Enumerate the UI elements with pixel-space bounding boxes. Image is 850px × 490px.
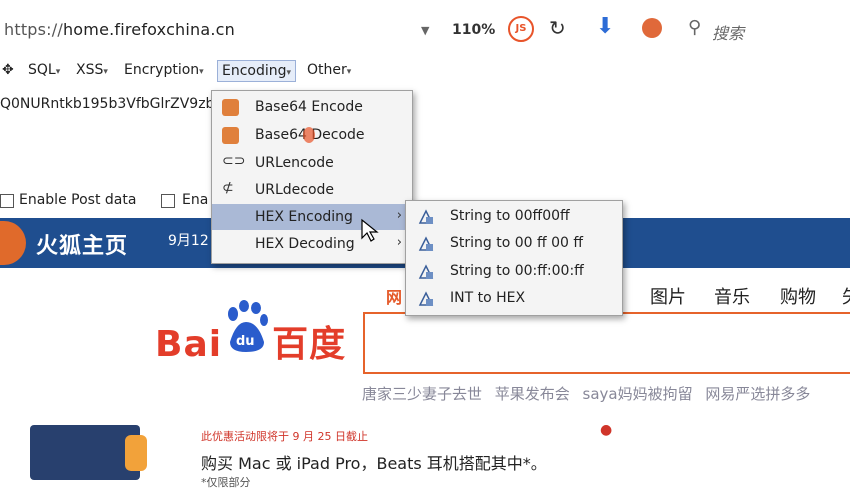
chevron-down-icon: ▾	[103, 67, 108, 77]
chevron-down-icon: ▾	[199, 67, 204, 77]
baidu-nav-music[interactable]: 音乐	[714, 287, 750, 308]
base64-icon	[222, 127, 239, 144]
menu-item-label: Base64 Encode	[255, 99, 363, 115]
date-label: 9月12	[168, 233, 209, 249]
search-icon[interactable]: ⚲	[688, 17, 702, 38]
url-dropdown-icon[interactable]: ▼	[421, 24, 430, 37]
submenu-item-label: INT to HEX	[450, 290, 526, 306]
encoding-label: Encoding	[222, 63, 287, 79]
zoom-level[interactable]: 110%	[452, 22, 496, 38]
xss-menu[interactable]: XSS▾	[76, 62, 108, 78]
encoding-dropdown-menu: Base64 Encode Base64 Decode ⊂⊃ URLencode…	[211, 90, 413, 264]
ad-deadline-text: 此优惠活动限将于 9 月 25 日截止	[201, 430, 368, 443]
ad-headline[interactable]: 购买 Mac 或 iPad Pro，Beats 耳机搭配其中*。	[201, 454, 547, 473]
encoding-menu[interactable]: Encoding▾	[217, 60, 297, 82]
submenu-item-label: String to 00ff00ff	[450, 208, 570, 224]
base64-icon	[222, 99, 239, 116]
menu-item-label: HEX Encoding	[255, 209, 353, 225]
download-icon[interactable]: ⬇	[596, 14, 615, 39]
sql-menu[interactable]: SQL▾	[28, 62, 60, 78]
submenu-item-string-to-hex[interactable]: String to 00ff00ff	[406, 204, 622, 230]
payload-textarea[interactable]: Q0NURntkb195b3VfbGlrZV9zb	[0, 96, 215, 112]
enable-post-checkbox[interactable]	[0, 194, 14, 208]
menu-item-label: URLdecode	[255, 182, 335, 198]
chevron-down-icon: ▾	[55, 67, 61, 77]
reload-icon[interactable]: ↻	[549, 16, 566, 40]
click-highlight-icon	[303, 127, 315, 143]
submenu-item-string-to-hex-spaced[interactable]: String to 00 ff 00 ff	[406, 231, 622, 257]
chevron-down-icon: ▾	[286, 68, 292, 78]
baidu-nav-more[interactable]: 矢	[842, 283, 850, 309]
extension-icon[interactable]	[642, 18, 662, 38]
submenu-item-int-to-hex[interactable]: INT to HEX	[406, 286, 622, 312]
ad-headphone-image	[125, 435, 147, 471]
sql-label: SQL	[28, 62, 56, 78]
url-host: home.firefoxchina.cn	[62, 20, 236, 39]
hackbar-load-icon[interactable]: ✥	[2, 62, 14, 78]
apple-icon: ●	[600, 422, 613, 438]
post-options: Enable Post data Ena	[0, 192, 230, 214]
mouse-cursor-icon	[361, 218, 379, 242]
baidu-logo-cn: 百度	[272, 324, 347, 365]
url-scheme: https://	[4, 20, 63, 39]
link-icon: ⊂⊃	[222, 153, 246, 169]
baidu-nav-web[interactable]: 网	[386, 288, 403, 307]
submenu-item-string-to-hex-colon[interactable]: String to 00:ff:00:ff	[406, 259, 622, 285]
encryption-label: Encryption	[124, 62, 200, 78]
menu-item-label: URLencode	[255, 155, 334, 171]
baidu-logo-du: du	[236, 334, 255, 349]
unlink-icon: ⊄	[222, 180, 234, 196]
url-field[interactable]: https://home.firefoxchina.cn	[4, 20, 235, 39]
firefox-home-title[interactable]: 火狐主页	[36, 234, 129, 259]
encryption-menu[interactable]: Encryption▾	[124, 62, 204, 78]
menu-item-urlencode[interactable]: ⊂⊃ URLencode	[212, 150, 412, 176]
chevron-right-icon: ›	[396, 235, 402, 250]
enable-referrer-checkbox[interactable]	[161, 194, 175, 208]
menu-item-hex-decoding[interactable]: HEX Decoding ›	[212, 231, 412, 257]
enable-post-label: Enable Post data	[19, 192, 137, 208]
javascript-toggle-icon[interactable]: JS	[508, 16, 534, 42]
enable-referrer-label: Ena	[182, 192, 209, 208]
other-menu[interactable]: Other▾	[307, 62, 351, 78]
hex-encoding-submenu: String to 00ff00ff String to 00 ff 00 ff…	[405, 200, 623, 316]
submenu-item-label: String to 00 ff 00 ff	[450, 235, 584, 251]
menu-item-base64-encode[interactable]: Base64 Encode	[212, 94, 412, 120]
menu-item-label: HEX Decoding	[255, 236, 355, 252]
baidu-logo[interactable]: Bai 百度	[155, 315, 346, 367]
hex-icon	[418, 264, 434, 279]
menu-item-hex-encoding[interactable]: HEX Encoding ›	[212, 204, 412, 230]
baidu-nav-images[interactable]: 图片	[650, 287, 686, 308]
submenu-item-label: String to 00:ff:00:ff	[450, 263, 584, 279]
chevron-down-icon: ▾	[346, 67, 352, 77]
ad-image[interactable]	[30, 425, 140, 480]
baidu-search-input[interactable]	[363, 312, 850, 374]
other-label: Other	[307, 62, 347, 78]
xss-label: XSS	[76, 62, 104, 78]
menu-item-urldecode[interactable]: ⊄ URLdecode	[212, 177, 412, 203]
baidu-paw-icon: du	[228, 300, 268, 352]
search-input[interactable]: 搜索	[712, 24, 745, 43]
ad-footnote: *仅限部分	[201, 476, 251, 489]
baidu-nav-shopping[interactable]: 购物	[780, 287, 816, 308]
address-bar[interactable]	[0, 0, 850, 58]
baidu-logo-bai: Bai	[155, 324, 223, 365]
chevron-right-icon: ›	[396, 208, 402, 223]
hex-icon	[418, 236, 434, 251]
baidu-hot-links[interactable]: 唐家三少妻子去世 苹果发布会 saya妈妈被拘留 网易严选拼多多	[362, 385, 811, 403]
hex-icon	[418, 291, 434, 306]
hex-icon	[418, 209, 434, 224]
